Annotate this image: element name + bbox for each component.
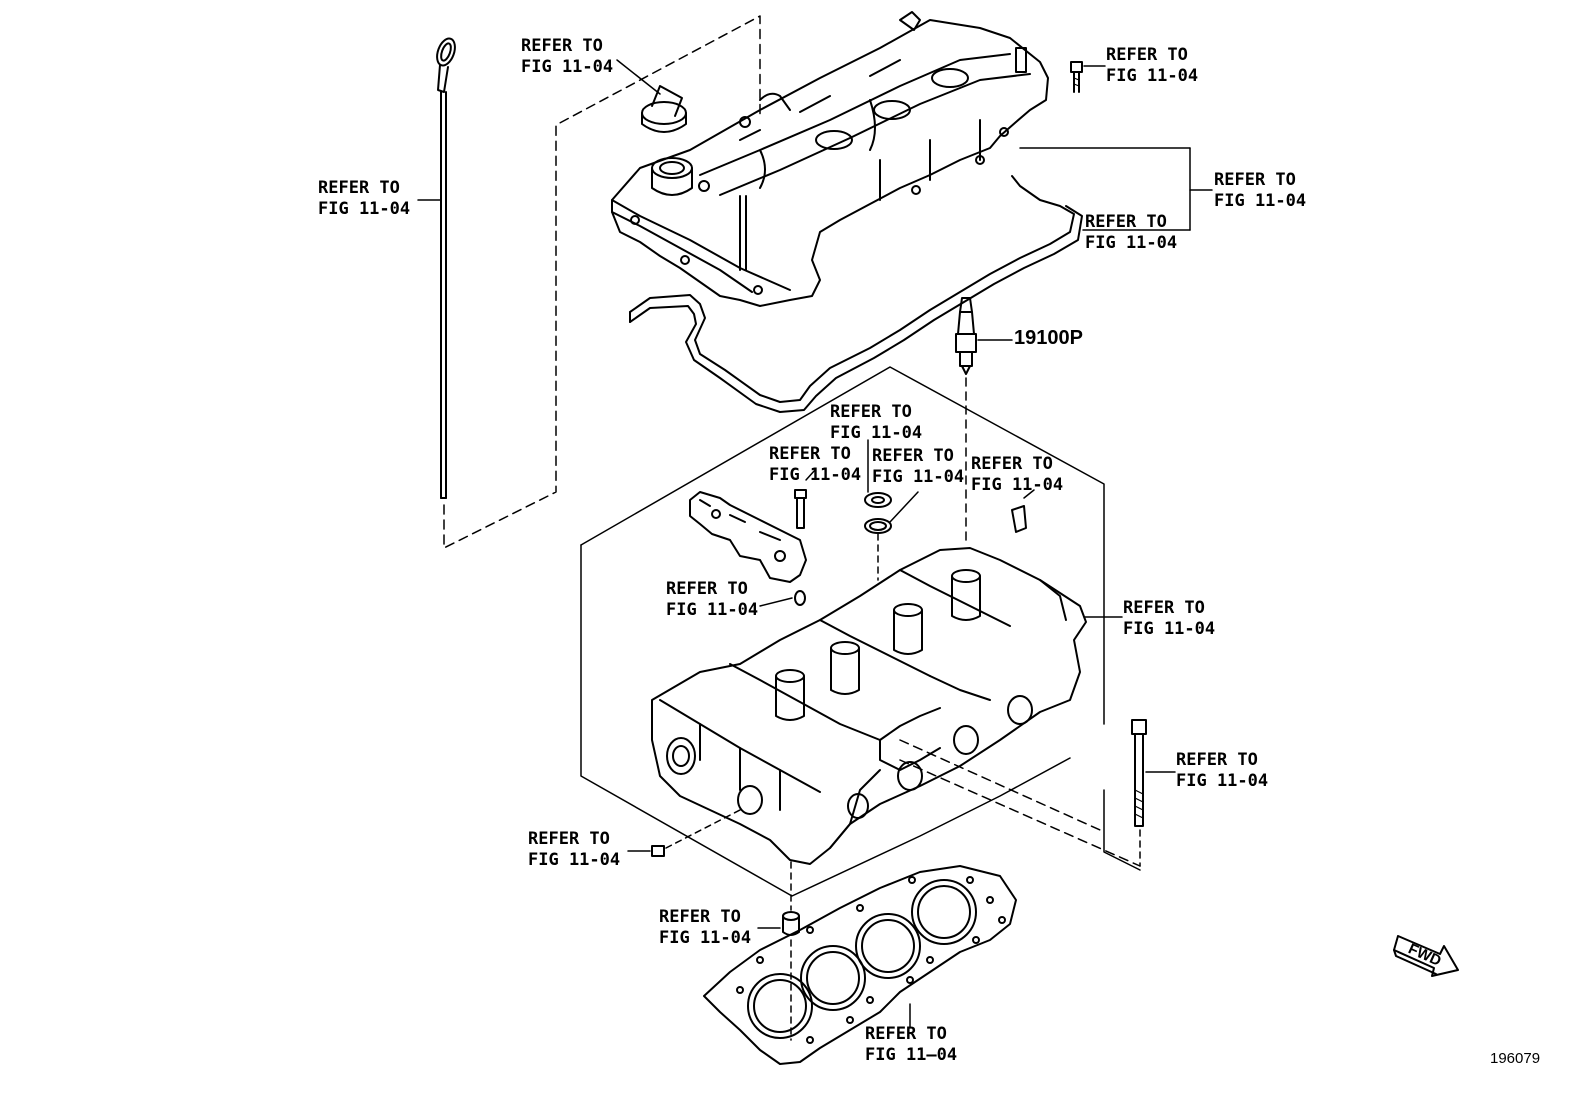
callout-oil-dipstick: REFER TO FIG 11-04	[318, 178, 411, 219]
head-bolt	[1131, 719, 1176, 867]
cam-cap-bolt	[794, 469, 816, 529]
small-plug-left	[627, 809, 741, 857]
illustration-number: 196079	[1490, 1050, 1541, 1067]
callout-cover-bolt: REFER TO FIG 11-04	[1106, 45, 1199, 86]
callout-plug-tube: REFER TO FIG 11-04	[971, 454, 1064, 495]
assembly-outline	[580, 366, 1141, 897]
spark-plug	[955, 297, 1013, 541]
valve-lifter-row	[775, 569, 981, 721]
part-number-spark-plug[interactable]: 19100P	[1014, 327, 1083, 349]
fwd-label: FWD	[1406, 940, 1444, 969]
head-cover-gasket	[629, 147, 1213, 413]
callout-cam-cap-pin: REFER TO FIG 11-04	[666, 579, 759, 620]
callout-seal-upper: REFER TO FIG 11-04	[830, 402, 923, 443]
callout-cylinder-head: REFER TO FIG 11-04	[1123, 598, 1216, 639]
camshaft-bearing-cap	[689, 491, 807, 606]
cylinder-head	[651, 547, 1087, 865]
leader-lines	[759, 597, 1123, 618]
cylinder-head-cover	[611, 11, 1049, 307]
callout-head-gasket: REFER TO FIG 11–04	[865, 1024, 958, 1065]
callout-cam-cap-bolt: REFER TO FIG 11-04	[769, 444, 862, 485]
oil-dipstick	[417, 37, 456, 499]
callout-small-plug: REFER TO FIG 11-04	[528, 829, 621, 870]
callout-head-bolt: REFER TO FIG 11-04	[1176, 750, 1269, 791]
callout-head-cover-assembly: REFER TO FIG 11-04	[1214, 170, 1307, 211]
fwd-arrow-icon: FWD	[1393, 935, 1459, 977]
callout-seal-washer: REFER TO FIG 11-04	[872, 446, 965, 487]
callout-oil-filler-cap: REFER TO FIG 11-04	[521, 36, 614, 77]
callout-dowel-pin: REFER TO FIG 11-04	[659, 907, 752, 948]
plug-tube	[1011, 489, 1035, 533]
dipstick-routing-lines	[443, 15, 761, 549]
callout-head-cover-gasket: REFER TO FIG 11-04	[1085, 212, 1178, 253]
seal-washer	[864, 439, 919, 581]
cylinder-head-gasket	[703, 865, 1017, 1065]
oil-filler-cap	[616, 59, 687, 133]
cover-bolt	[1070, 61, 1106, 93]
